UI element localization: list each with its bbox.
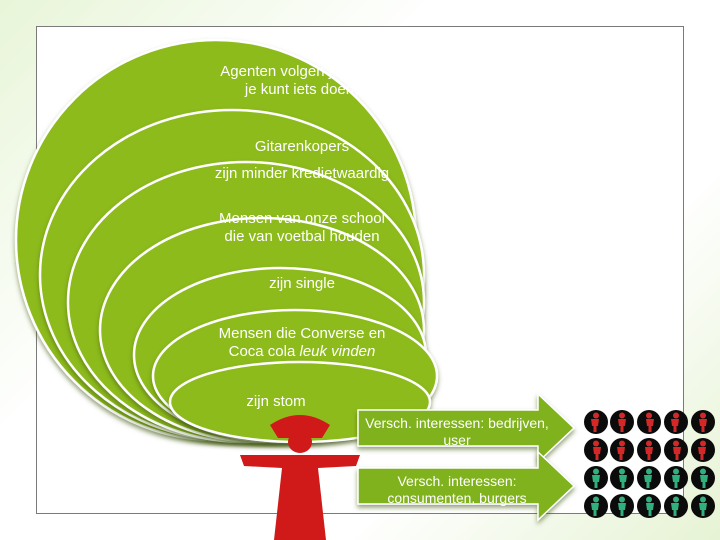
person-pictogram-icon xyxy=(637,410,661,434)
red-person-figure-icon xyxy=(240,415,360,540)
person-pictogram-icon xyxy=(584,466,608,490)
ring-label-voetbal: Mensen van onze school die van voetbal h… xyxy=(219,210,385,245)
ring-label-converse-italic: leuk vinden xyxy=(299,343,376,360)
figure-hat-shape xyxy=(270,415,330,438)
arrow-label-consumenten: Versch. interessen: consumenten, burgers xyxy=(387,473,527,506)
person-pictogram-icon xyxy=(637,494,661,518)
person-pictogram-icon xyxy=(637,438,661,462)
person-pictogram-icon xyxy=(664,438,688,462)
people-pictogram-grid xyxy=(580,408,720,523)
ring-label-single: zijn single xyxy=(269,275,335,292)
arrow-2-shape xyxy=(357,450,576,522)
person-pictogram-icon xyxy=(691,410,715,434)
person-pictogram-icon xyxy=(610,438,634,462)
ring-label-kredietwaardig: zijn minder kredietwaardig xyxy=(214,165,390,182)
person-pictogram-icon xyxy=(664,410,688,434)
arrow-label-bedrijven: Versch. interessen: bedrijven, user xyxy=(365,415,549,448)
person-pictogram-icon xyxy=(584,438,608,462)
figure-head-shape xyxy=(288,431,312,453)
person-pictogram-icon xyxy=(691,494,715,518)
person-pictogram-icon xyxy=(584,410,608,434)
person-pictogram-icon xyxy=(637,466,661,490)
person-pictogram-icon xyxy=(584,494,608,518)
person-pictogram-icon xyxy=(610,410,634,434)
ring-label-agenten: Agenten volgen je (maar je kunt iets doe… xyxy=(220,63,384,98)
ring-label-stom: zijn stom xyxy=(246,393,306,410)
ring-label-converse-text: Mensen die Converse en Coca cola xyxy=(218,325,386,360)
person-pictogram-icon xyxy=(664,494,688,518)
person-pictogram-icon xyxy=(691,466,715,490)
ring-label-gitarenkopers: Gitarenkopers xyxy=(254,138,350,155)
figure-body-shape xyxy=(240,455,360,540)
person-pictogram-icon xyxy=(610,466,634,490)
arrow-1-shape xyxy=(357,392,576,464)
person-pictogram-icon xyxy=(610,494,634,518)
ring-label-converse: Mensen die Converse en Coca cola leuk vi… xyxy=(214,325,390,361)
person-pictogram-icon xyxy=(664,466,688,490)
person-pictogram-icon xyxy=(691,438,715,462)
